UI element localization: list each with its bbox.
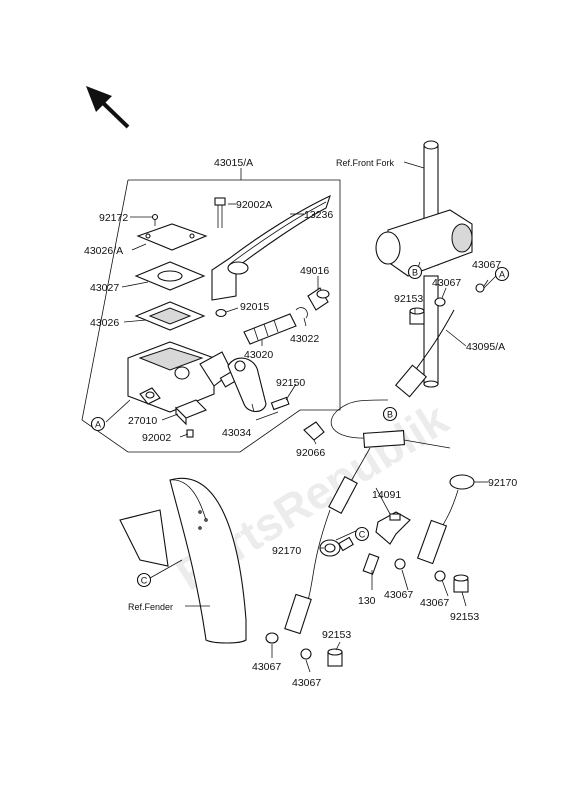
brake-hoses [284,309,459,635]
label-43095a: 43095/A [466,341,505,353]
callout-a-left: A [90,416,106,432]
label-92066: 92066 [296,447,325,459]
label-43067-f: 43067 [292,677,321,689]
label-92170-a: 92170 [488,477,517,489]
piston-43020-icon [243,313,297,345]
master-cylinder-body-icon [127,341,239,413]
callout-c-hose: C [354,526,370,542]
label-27010: 27010 [128,415,157,427]
svg-text:A: A [499,270,505,280]
reservoir-cap-icon [136,223,208,251]
clamp-43034-icon [227,357,267,413]
boot-49016-icon [307,287,330,311]
label-130: 130 [358,595,376,607]
label-43027: 43027 [90,282,119,294]
washer-43067e-icon [265,632,279,644]
bolt-92002a-icon [214,197,226,228]
svg-text:C: C [141,576,148,586]
leader-lines [105,161,497,673]
svg-text:B: B [387,410,393,420]
bolt-130-icon [362,553,380,575]
brake-lever-icon [211,194,331,301]
part-labels: 43015/A 92172 92002A 13236 43026/A 43027… [84,157,517,689]
svg-text:C: C [359,530,366,540]
lower-fittings [265,283,485,667]
svg-text:B: B [412,268,418,278]
washer-43067a-icon [434,297,446,307]
label-92153-b: 92153 [450,611,479,623]
plate-icon [134,301,206,331]
callout-c-fender: C [136,572,152,588]
label-92153-a: 92153 [394,293,423,305]
label-43022: 43022 [290,333,319,345]
bolt-92150-icon [270,396,290,411]
label-92172: 92172 [99,212,128,224]
joint-14091-icon [375,511,411,545]
label-43034: 43034 [222,427,251,439]
switch-27010-icon [175,399,207,426]
label-43067-e: 43067 [252,661,281,673]
direction-arrow-icon [86,86,130,129]
label-43067-c: 43067 [384,589,413,601]
label-92170-b: 92170 [272,545,301,557]
label-49016: 49016 [300,265,329,277]
washer-43067d-icon [434,570,446,582]
callout-b-top: B [407,264,423,280]
label-43015a: 43015/A [214,157,253,169]
cap-92066-icon [303,421,325,441]
banjo-92153c-icon [327,648,343,667]
label-92150: 92150 [276,377,305,389]
washer-43067b-icon [475,283,485,293]
callout-b-hose: B [382,406,398,422]
circlip-43022-icon [295,307,308,319]
washer-43067f-icon [300,648,312,660]
hose-clamp-92170a-icon [449,474,475,490]
banjo-92153b-icon [453,574,469,593]
screw-92002-icon [186,429,194,438]
label-13236: 13236 [304,209,333,221]
hose-clamp-92170b-icon [319,536,354,557]
label-43067-d: 43067 [420,597,449,609]
assembly-outline [81,179,341,453]
label-43020: 43020 [244,349,273,361]
label-14091: 14091 [372,489,401,501]
master-cylinder-parts [127,194,331,441]
fender-icon [119,477,247,644]
label-43026a: 43026/A [84,245,123,257]
label-92002: 92002 [142,432,171,444]
label-43026: 43026 [90,317,119,329]
label-92002a: 92002A [236,199,272,211]
washer-43067c-icon [394,558,406,570]
label-43067-a: 43067 [432,277,461,289]
screw-92172-icon [151,213,159,226]
label-ref-front-fork: Ref.Front Fork [336,158,395,168]
nut-92015-icon [215,308,227,318]
svg-text:A: A [95,420,101,430]
label-92015: 92015 [240,301,269,313]
label-43067-b: 43067 [472,259,501,271]
callout-a-right: A [494,266,510,282]
label-92153-c: 92153 [322,629,351,641]
diaphragm-icon [134,261,206,291]
front-fork-icon [375,140,473,388]
label-ref-fender: Ref.Fender [128,602,173,612]
banjo-92153a-icon [409,307,425,325]
